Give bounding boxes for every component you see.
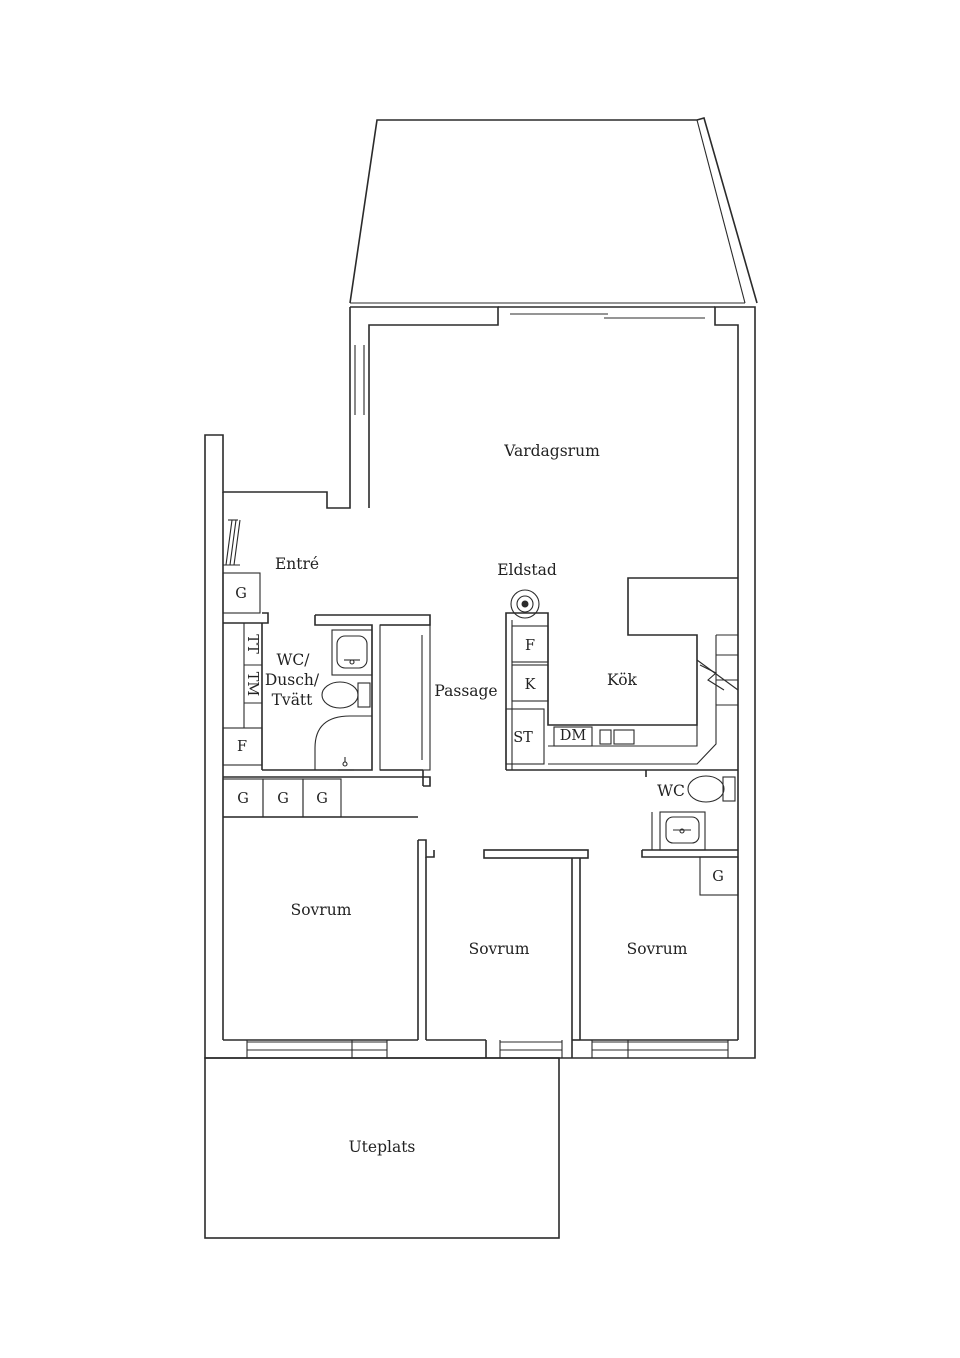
bathroom xyxy=(222,612,431,771)
dryer-label: TT xyxy=(244,634,260,654)
room-label-kok: Kök xyxy=(607,671,637,689)
wardrobe-label-bedroom: G xyxy=(712,869,724,885)
bedroom-walls xyxy=(223,839,738,1058)
balcony xyxy=(349,117,758,304)
room-label-sovrum-2: Sovrum xyxy=(469,940,530,958)
bathroom-label-line1: WC/ xyxy=(276,651,310,669)
room-label-entre: Entré xyxy=(275,555,319,573)
room-label-passage: Passage xyxy=(434,682,497,700)
bathroom-label-line2: Dusch/ xyxy=(265,671,320,689)
outer-walls xyxy=(204,306,756,1059)
wardrobe-label-entre: G xyxy=(235,586,247,602)
storage-label: ST xyxy=(513,730,533,746)
fridge-label: K xyxy=(525,677,537,693)
passage-walls xyxy=(223,624,431,787)
room-label-sovrum-3: Sovrum xyxy=(627,940,688,958)
freezer-label-bath: F xyxy=(237,739,247,755)
wardrobes-row xyxy=(222,778,418,818)
dishwasher-label: DM xyxy=(560,728,587,744)
small-wc xyxy=(641,769,739,896)
wardrobe-label-2: G xyxy=(277,791,289,807)
room-label-sovrum-1: Sovrum xyxy=(291,901,352,919)
bathroom-label-line3: Tvätt xyxy=(272,691,314,709)
washer-label: TM xyxy=(244,672,260,697)
wardrobe-label-3: G xyxy=(316,791,328,807)
patio xyxy=(204,1057,560,1239)
fireplace-label: Eldstad xyxy=(497,561,557,579)
bottom-windows xyxy=(246,1040,729,1058)
fireplace-symbol xyxy=(510,589,540,619)
entry-area xyxy=(222,519,261,614)
room-label-vardagsrum: Vardagsrum xyxy=(503,442,600,460)
freezer-label-kitchen: F xyxy=(525,638,535,654)
room-label-uteplats: Uteplats xyxy=(349,1138,416,1156)
kitchen xyxy=(505,577,739,771)
wardrobe-label-1: G xyxy=(237,791,249,807)
room-label-wc: WC xyxy=(657,782,685,800)
